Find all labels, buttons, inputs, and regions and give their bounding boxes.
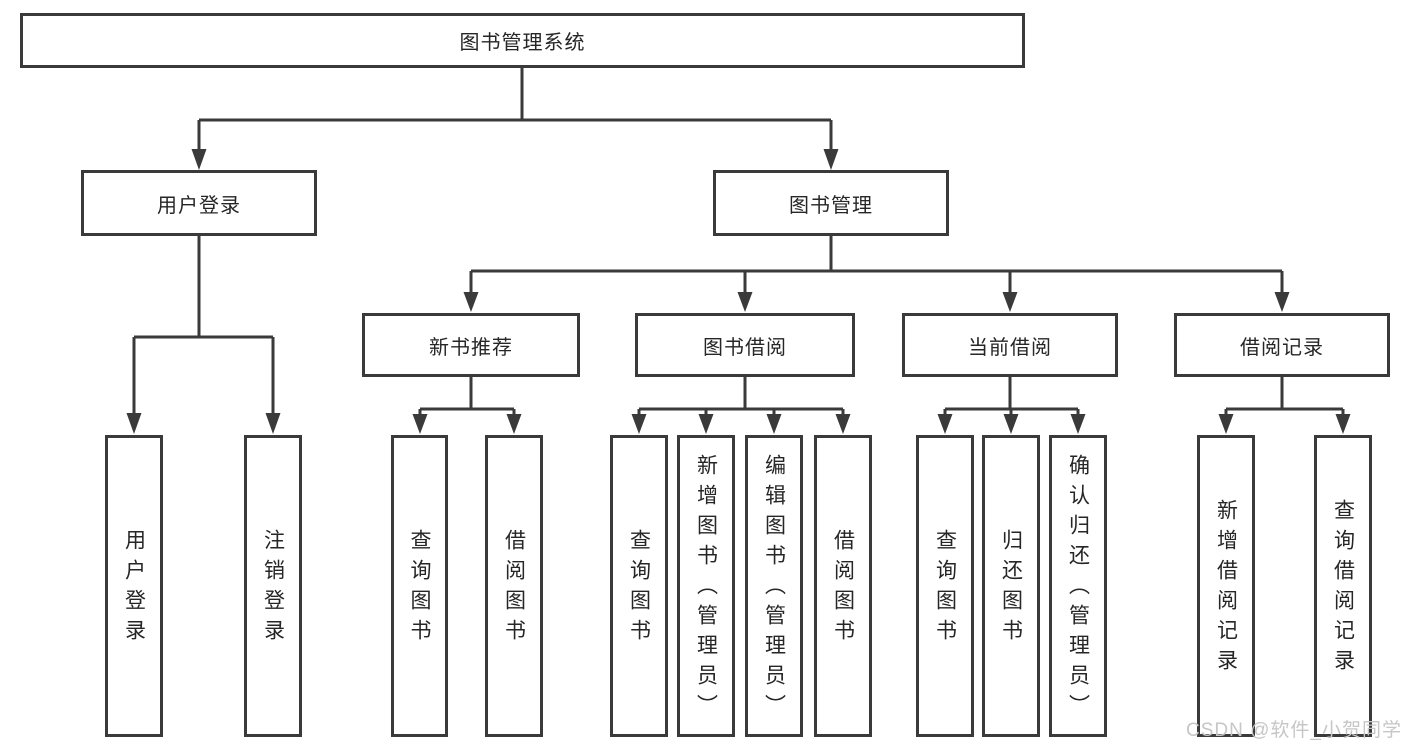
leaf-recommend-query-books-label: 查询图书 — [408, 529, 431, 649]
node-current-borrow-label: 当前借阅 — [968, 336, 1052, 359]
node-new-book-recommend-label: 新书推荐 — [429, 336, 513, 359]
leaf-return-books-label: 归还图书 — [999, 529, 1023, 649]
node-book-borrow-label: 图书借阅 — [703, 336, 787, 359]
leaf-current-query-books-label: 查询图书 — [933, 529, 957, 649]
leaf-user-login: 用户登录 — [105, 435, 163, 737]
branch-user-login: 用户登录 — [81, 170, 317, 236]
leaf-edit-books-admin: 编辑图书（管理员） — [745, 435, 803, 737]
leaf-recommend-query-books: 查询图书 — [391, 435, 448, 737]
arrowhead-down — [823, 149, 839, 170]
leaf-borrow-books-label: 借阅图书 — [831, 529, 855, 649]
connector-book-management — [469, 236, 1284, 293]
connector-borrow-records — [1224, 377, 1345, 416]
connector-current-borrow — [943, 377, 1080, 416]
leaf-recommend-borrow-books-label: 借阅图书 — [502, 529, 526, 649]
leaf-recommend-borrow-books: 借阅图书 — [485, 435, 543, 737]
arrowhead-down — [737, 292, 753, 312]
arrowhead-down — [1335, 414, 1351, 434]
leaf-current-query-books: 查询图书 — [916, 435, 974, 737]
leaf-query-borrow-record-label: 查询借阅记录 — [1331, 499, 1355, 679]
arrowhead-down — [766, 414, 782, 434]
arrowhead-down — [191, 149, 207, 170]
connector-new-book-recommend — [418, 377, 516, 416]
arrowhead-down — [835, 414, 851, 434]
root-node-label: 图书管理系统 — [459, 32, 586, 54]
connector-root — [197, 68, 833, 151]
connector-user-login — [132, 236, 275, 414]
arrowhead-down — [698, 414, 714, 434]
csdn-watermark: CSDN @软件_小贺同学 — [1186, 720, 1402, 741]
node-book-borrow: 图书借阅 — [635, 313, 855, 377]
arrowhead-down — [1218, 414, 1234, 434]
node-borrow-records: 借阅记录 — [1174, 313, 1390, 377]
leaf-return-books: 归还图书 — [982, 435, 1040, 737]
arrowhead-down — [1274, 292, 1290, 312]
leaf-borrow-query-books-label: 查询图书 — [627, 529, 651, 649]
node-new-book-recommend: 新书推荐 — [362, 313, 580, 377]
leaf-borrow-books: 借阅图书 — [814, 435, 872, 737]
leaf-logout-label: 注销登录 — [261, 529, 285, 649]
arrowhead-down — [126, 413, 142, 434]
branch-book-management-label: 图书管理 — [789, 194, 873, 217]
leaf-borrow-query-books: 查询图书 — [610, 435, 668, 737]
leaf-add-books-admin-label: 新增图书（管理员） — [694, 454, 718, 724]
leaf-edit-books-admin-label: 编辑图书（管理员） — [762, 454, 786, 724]
arrowhead-down — [1070, 414, 1086, 434]
leaf-add-books-admin: 新增图书（管理员） — [677, 435, 735, 737]
root-node: 图书管理系统 — [20, 13, 1025, 68]
connector-book-borrow — [637, 377, 845, 416]
leaf-confirm-return-admin-label: 确认归还（管理员） — [1066, 454, 1090, 724]
leaf-logout: 注销登录 — [244, 435, 302, 737]
arrowhead-down — [506, 414, 522, 434]
leaf-user-login-label: 用户登录 — [122, 529, 146, 649]
arrowhead-down — [1002, 292, 1018, 312]
arrowhead-down — [937, 414, 953, 434]
arrowhead-down — [265, 413, 281, 434]
leaf-add-borrow-record-label: 新增借阅记录 — [1214, 499, 1238, 679]
leaf-query-borrow-record: 查询借阅记录 — [1314, 435, 1372, 737]
branch-user-login-label: 用户登录 — [157, 194, 241, 217]
arrowhead-down — [631, 414, 647, 434]
arrowhead-down — [1003, 414, 1019, 434]
arrowhead-down — [463, 292, 479, 312]
leaf-confirm-return-admin: 确认归还（管理员） — [1049, 435, 1107, 737]
node-current-borrow: 当前借阅 — [902, 313, 1118, 377]
branch-book-management: 图书管理 — [713, 170, 949, 236]
arrowhead-down — [412, 414, 428, 434]
leaf-add-borrow-record: 新增借阅记录 — [1197, 435, 1255, 737]
node-borrow-records-label: 借阅记录 — [1240, 336, 1324, 359]
